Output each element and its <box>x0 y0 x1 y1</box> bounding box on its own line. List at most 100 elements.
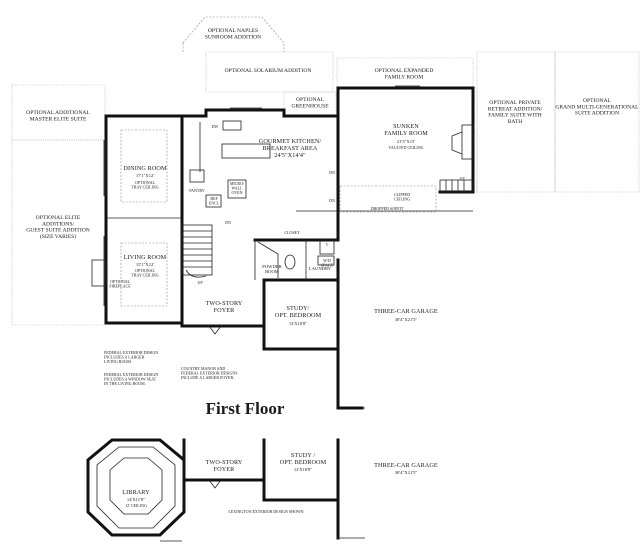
living-dim: 15'1"X12' <box>136 262 155 267</box>
solarium-label: OPTIONAL SOLARIUM ADDITION <box>225 68 312 74</box>
lower-foyer-label-line: TWO-STORY <box>206 459 243 466</box>
note-federal-window-line: INCLUDES A WINDOW SEAT <box>104 376 157 381</box>
naples-label-line: OPTIONAL NAPLES <box>208 28 258 34</box>
micro-label-line: OVEN <box>231 190 242 195</box>
lower-study-label-line: STUDY / <box>291 452 316 459</box>
garage-dim: 30'4"X21'5" <box>395 317 418 322</box>
family-label-line: FAMILY ROOM <box>384 130 428 137</box>
wd-label-line: SPACE <box>321 262 334 267</box>
stair-up-label: UP <box>197 280 203 285</box>
kitchen-label-line: GOURMET KITCHEN/ <box>259 138 322 145</box>
dining-tray-line: OPTIONAL <box>135 180 156 185</box>
t-label: T <box>326 242 329 247</box>
garage-label: THREE-CAR GARAGE <box>374 308 438 315</box>
expanded-family-label-line: OPTIONAL EXPANDED <box>375 68 434 74</box>
family-label-line: SUNKEN <box>393 123 419 130</box>
retreat-label-line: FAMILY SUITE WITH <box>488 113 541 119</box>
foyer-label-line: TWO-STORY <box>206 300 243 307</box>
grand-multi-label-line: SUITE ADDITION <box>575 111 619 117</box>
dining-dim: 17'1"X12' <box>136 173 155 178</box>
note-federal-living-line: FEDERAL EXTERIOR DESIGN <box>104 350 158 355</box>
note-federal-window-line: IN THE LIVING ROOM. <box>104 381 146 386</box>
library-ceiling: 12' CEILING <box>125 503 147 508</box>
fireplace-label-line: OPTIONAL <box>110 279 131 284</box>
ref-label-line: ENCL <box>209 200 220 205</box>
master-elite-label-line: OPTIONAL ADDITIONAL <box>26 110 90 116</box>
master-elite-label-line: MASTER ELITE SUITE <box>30 116 87 122</box>
family-dn-label-2: DN <box>329 198 335 203</box>
kitchen-label-line: BREAKFAST AREA <box>263 145 318 152</box>
note-country-manor-line: FEDERAL EXTERIOR DESIGNS <box>181 370 238 375</box>
greenhouse-label-line: GREENHOUSE <box>291 103 329 109</box>
note-federal-living-line: INCLUDES A LARGER <box>104 354 145 359</box>
stair-dn-label: DN <box>225 220 231 225</box>
laundry-label: LAUNDRY <box>309 266 332 271</box>
vaulted-label: VAULTED CEILING <box>389 145 424 150</box>
window-marks <box>103 85 420 306</box>
lower-garage-dim: 30'4"X21'5" <box>395 470 418 475</box>
dining-tray-line: TRAY CEILING <box>131 184 158 189</box>
family-up-label: UP <box>459 176 465 181</box>
living-tray-line: OPTIONAL <box>135 268 156 273</box>
dining-label: DINING ROOM <box>123 165 167 172</box>
main-stair <box>181 224 213 278</box>
note-federal-window-line: FEDERAL EXTERIOR DESIGN <box>104 372 158 377</box>
living-tray-line: TRAY CEILING <box>131 272 158 277</box>
note-lexington: LEXINGTON EXTERIOR DESIGN SHOWN <box>228 509 303 514</box>
fireplace-label-line: FIREPLACE <box>109 283 131 288</box>
guest-suite-label-line: ADDITIONS/ <box>42 221 74 227</box>
study-label-line: OPT. BEDROOM <box>275 312 322 319</box>
interior-details <box>91 120 474 409</box>
guest-suite-label-line: GUEST SUITE ADDITION <box>26 228 90 234</box>
study-label: STUDY/OPT. BEDROOM <box>275 305 322 319</box>
family-dn-label: DN <box>329 170 335 175</box>
wd-label-line: W/D <box>323 258 331 263</box>
foyer-label-line: FOYER <box>214 307 236 314</box>
retreat-label-line: BATH <box>508 119 523 125</box>
retreat-label-line: OPTIONAL PRIVATE <box>489 100 541 106</box>
note-country-manor-line: INCLUDE A LARGER FOYER. <box>181 375 234 380</box>
expanded-family-label-line: FAMILY ROOM <box>385 74 423 80</box>
library-dim: 14'X11'8" <box>127 497 145 502</box>
powder-label-line: POWDER <box>262 264 282 269</box>
floor-title: First Floor <box>206 399 285 418</box>
study-dim: 12'X10'8" <box>289 321 307 326</box>
retreat-label-line: RETREAT ADDITION/ <box>488 106 543 112</box>
naples-label-line: SUNROOM ADDITION <box>205 34 261 40</box>
family-dim: 21'3"X15' <box>397 139 416 144</box>
powder-label-line: ROOM <box>265 269 279 274</box>
clipped-label-line: CLIPPED <box>394 192 410 197</box>
study-label-line: STUDY/ <box>287 305 310 312</box>
micro-label-line: MICRO/ <box>230 181 245 186</box>
note-federal-living-line: LIVING ROOM. <box>104 359 132 364</box>
soffit-label: DROPPED SOFFIT <box>371 206 404 211</box>
lower-garage-label: THREE-CAR GARAGE <box>374 462 438 469</box>
lower-study-dim: 12'X10'8" <box>294 467 312 472</box>
lower-study-label-line: OPT. BEDROOM <box>280 459 327 466</box>
lower-study-label: STUDY /OPT. BEDROOM <box>280 452 327 466</box>
grand-multi-label-line: GRAND MULTI-GENERATIONAL <box>555 104 639 110</box>
living-label: LIVING ROOM <box>124 254 167 261</box>
micro-label-line: WALL <box>231 185 243 190</box>
